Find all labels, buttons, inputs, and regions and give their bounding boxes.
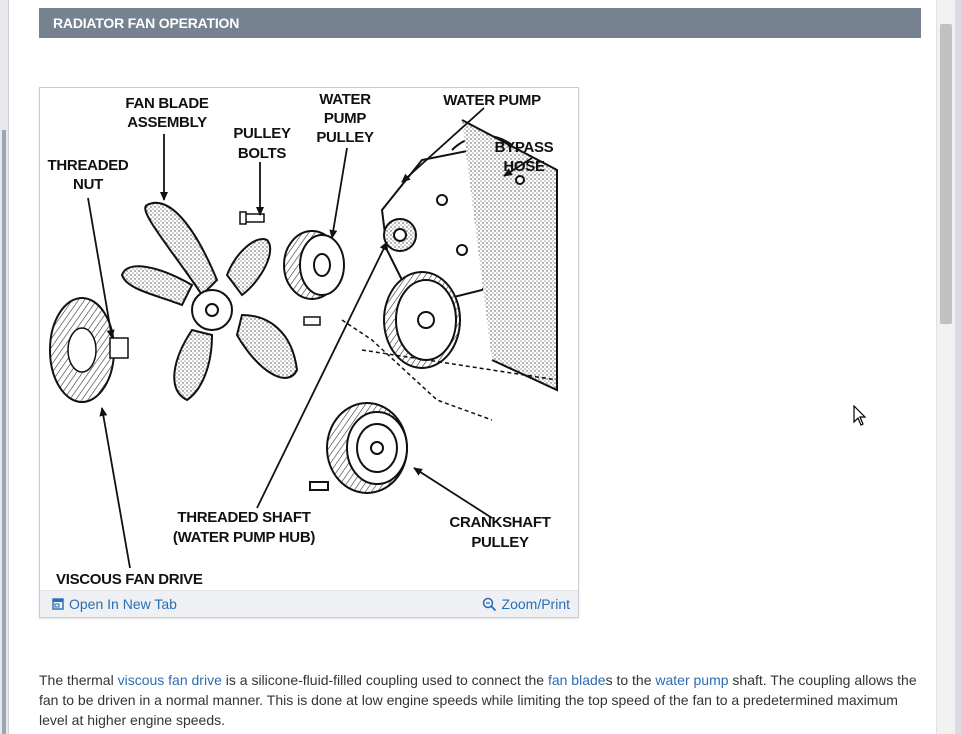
left-accent-bar: [2, 130, 6, 734]
label-shaft-2: (WATER PUMP HUB): [173, 529, 315, 546]
label-bypass-1: BYPASS: [495, 139, 554, 156]
window-left-edge: [0, 0, 9, 734]
zoom-icon: [482, 597, 496, 611]
label-fan-blade-2: ASSEMBLY: [127, 114, 207, 131]
scrollbar-thumb[interactable]: [940, 24, 952, 324]
label-wp-pulley-3: PULLEY: [316, 129, 374, 146]
figure-footer: Open In New Tab Zoom/Print: [40, 590, 578, 617]
label-wp-pulley-1: WATER: [319, 91, 371, 108]
label-viscous: VISCOUS FAN DRIVE: [56, 571, 203, 588]
description-paragraph: The thermal viscous fan drive is a silic…: [39, 670, 924, 730]
label-bypass-2: HOSE: [503, 158, 545, 175]
window-right-edge: [955, 0, 961, 734]
crankshaft-disc-part: [383, 271, 461, 369]
fan-blade-link[interactable]: fan blade: [547, 672, 606, 688]
vertical-scrollbar[interactable]: [936, 0, 956, 734]
section-title: RADIATOR FAN OPERATION: [39, 8, 921, 38]
fan-blade-assembly-part: [120, 201, 299, 402]
open-new-tab-label: Open In New Tab: [69, 596, 177, 612]
open-new-tab-link[interactable]: Open In New Tab: [52, 596, 177, 612]
label-pulley-bolts-1: PULLEY: [233, 125, 291, 142]
crankshaft-pulley-part: [309, 402, 408, 494]
label-fan-blade-1: FAN BLADE: [125, 95, 208, 112]
figure-container: FAN BLADE ASSEMBLY PULLEY BOLTS WATER PU…: [39, 87, 579, 618]
text-segment: shaft. The coupling allows the fan to be…: [39, 672, 917, 728]
label-crank-2: PULLEY: [471, 534, 529, 551]
viscous-fan-drive-link[interactable]: viscous fan drive: [117, 672, 222, 688]
viscous-fan-drive-part: [49, 297, 129, 403]
label-nut-1: THREADED: [48, 157, 129, 174]
radiator-fan-diagram[interactable]: FAN BLADE ASSEMBLY PULLEY BOLTS WATER PU…: [42, 90, 576, 590]
text-segment: is a silicone-fluid-filled coupling used…: [221, 672, 548, 688]
zoom-print-label: Zoom/Print: [501, 596, 570, 612]
mouse-cursor-icon: [853, 405, 867, 426]
zoom-print-link[interactable]: Zoom/Print: [482, 596, 570, 612]
label-wp-pulley-2: PUMP: [324, 110, 366, 127]
label-nut-2: NUT: [73, 176, 103, 193]
open-new-tab-icon: [52, 598, 64, 610]
text-segment: The thermal: [39, 672, 118, 688]
text-segment: s to the: [605, 672, 656, 688]
diagram-svg: FAN BLADE ASSEMBLY PULLEY BOLTS WATER PU…: [48, 91, 558, 588]
leader-lines: [87, 107, 533, 569]
label-shaft-1: THREADED SHAFT: [177, 509, 310, 526]
label-pulley-bolts-2: BOLTS: [238, 145, 287, 162]
water-pump-pulley-part: [283, 230, 345, 300]
label-crank-1: CRANKSHAFT: [449, 514, 550, 531]
label-water-pump: WATER PUMP: [443, 92, 541, 109]
water-pump-link[interactable]: water pump: [655, 672, 729, 688]
pulley-bolt-part: [239, 211, 321, 326]
